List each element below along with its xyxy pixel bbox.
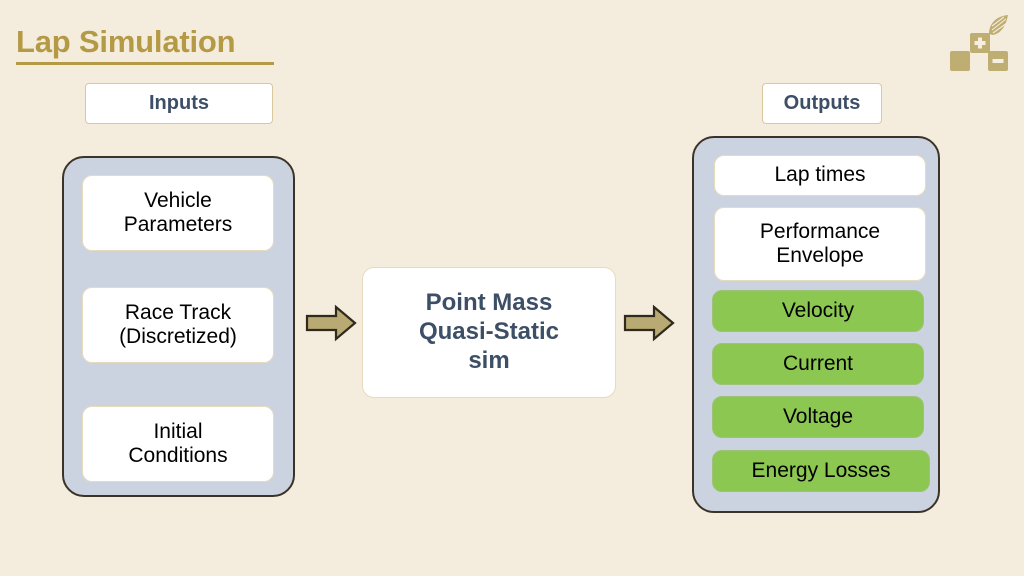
outputs-caption: Outputs — [762, 83, 882, 124]
output-item-current[interactable]: Current — [712, 343, 924, 385]
process-block-point-mass-sim[interactable]: Point Mass Quasi-Static sim — [362, 267, 616, 398]
input-item-initial-conditions[interactable]: Initial Conditions — [82, 406, 274, 482]
output-item-voltage[interactable]: Voltage — [712, 396, 924, 438]
output-item-energy-losses[interactable]: Energy Losses — [712, 450, 930, 492]
arrow-process-to-outputs-icon — [623, 304, 675, 342]
input-item-vehicle-parameters[interactable]: Vehicle Parameters — [82, 175, 274, 251]
output-item-velocity[interactable]: Velocity — [712, 290, 924, 332]
output-item-performance-envelope[interactable]: Performance Envelope — [714, 207, 926, 281]
input-item-race-track[interactable]: Race Track (Discretized) — [82, 287, 274, 363]
arrow-inputs-to-process-icon — [305, 304, 357, 342]
inputs-caption: Inputs — [85, 83, 273, 124]
output-item-lap-times[interactable]: Lap times — [714, 155, 926, 196]
blocks-plus-minus-leaf-logo-icon — [948, 12, 1010, 74]
page-title: Lap Simulation — [16, 24, 236, 59]
title-underline — [16, 62, 274, 65]
